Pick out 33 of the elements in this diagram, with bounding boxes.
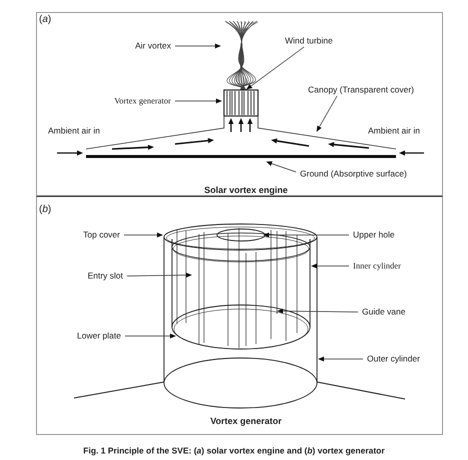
part-label: Canopy (Transparent cover) xyxy=(308,85,414,95)
part-label: Lower plate xyxy=(77,331,121,341)
part-label: Top cover xyxy=(83,230,120,240)
part-label: Upper hole xyxy=(353,230,395,240)
panel-label: (b) xyxy=(39,204,52,215)
part-label: Outer cylinder xyxy=(367,354,420,364)
part-label: Ground (Absorptive surface) xyxy=(300,169,407,179)
part-label: Vortex generator xyxy=(114,96,171,106)
panel-title: Vortex generator xyxy=(210,417,282,427)
part-label: Air vortex xyxy=(135,41,171,51)
panel xyxy=(36,12,443,196)
leader-line xyxy=(277,308,358,314)
panel-label: (a) xyxy=(39,14,52,25)
leader-line xyxy=(124,232,163,238)
figure-caption: Fig. 1 Principle of the SVE: (a) solar vortex engine and (b) vortex generator xyxy=(83,446,385,456)
leader-line xyxy=(246,46,304,90)
leader-line xyxy=(318,356,364,362)
leader-line xyxy=(263,232,350,238)
leader-line xyxy=(124,334,176,338)
leader-line xyxy=(266,161,296,172)
flow-label: Ambient air in xyxy=(48,126,100,136)
flow-label: Ambient air in xyxy=(368,126,420,136)
leader-line xyxy=(174,44,221,48)
part-label: Inner cylinder xyxy=(353,261,401,271)
panel xyxy=(36,196,443,435)
leader-line xyxy=(311,264,350,268)
panel-title: Solar vortex engine xyxy=(204,186,288,196)
leader-line xyxy=(174,98,222,104)
leader-line xyxy=(126,272,192,278)
part-label: Entry slot xyxy=(88,271,123,281)
part-label: Wind turbine xyxy=(285,36,333,46)
leader-line xyxy=(316,96,338,132)
part-label: Guide vane xyxy=(362,307,406,317)
